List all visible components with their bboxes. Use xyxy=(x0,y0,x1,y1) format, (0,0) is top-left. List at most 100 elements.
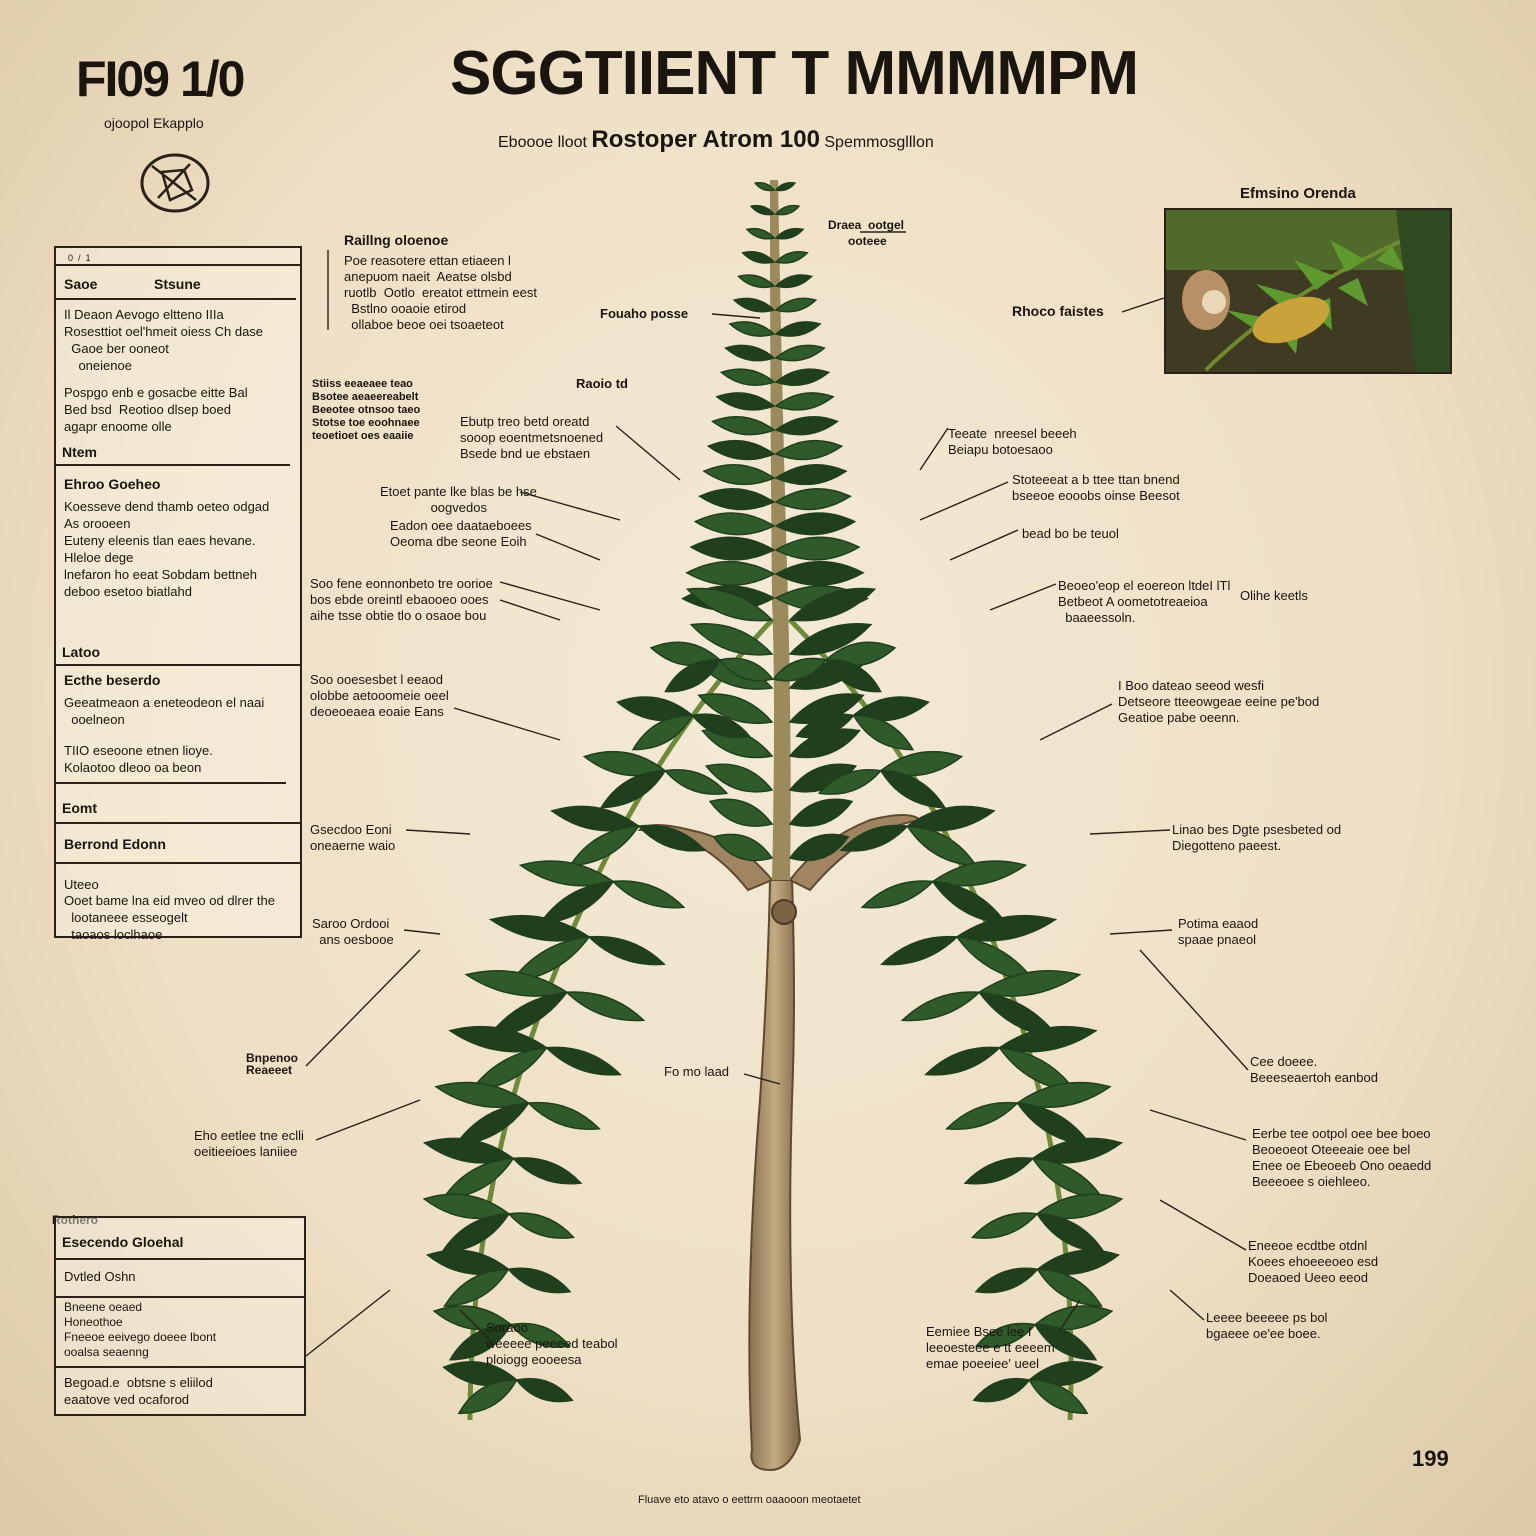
panel-section-3-title: Latoo xyxy=(62,644,101,660)
leaflet xyxy=(860,880,935,909)
subtitle-left: Eboooe lloot xyxy=(498,134,587,151)
leaflet xyxy=(774,227,805,240)
leaflet xyxy=(706,440,776,461)
figure-number: FI09 1/0 xyxy=(76,51,245,107)
leaflet xyxy=(663,769,729,795)
callout-apex-left: Fouaho posse xyxy=(600,306,689,321)
leaflet xyxy=(712,833,774,862)
panel-header-col2: Stsune xyxy=(154,276,201,292)
leaflet xyxy=(774,321,822,337)
callout-right-8: Cee doeee. Beeeseaertoh eanbod xyxy=(1250,1054,1378,1085)
leaflet xyxy=(685,560,776,586)
fern-photo-image xyxy=(1166,210,1450,372)
leaflet xyxy=(631,714,694,751)
leaflet xyxy=(975,1322,1037,1348)
leaflet xyxy=(711,416,776,436)
bottom-info-panel: Esecendo Gloehal Dvtled Oshn Bneene oeae… xyxy=(54,1216,306,1416)
leaflet xyxy=(518,860,615,887)
leaflet xyxy=(774,274,813,289)
leaflet xyxy=(1028,1379,1089,1415)
leaflet xyxy=(774,560,865,586)
leaflet xyxy=(704,763,774,793)
callout-left-1: Ebutp treo betd oreatd sooop eoentmetsno… xyxy=(460,414,604,461)
panel-section-4-title: Eomt xyxy=(62,800,97,816)
leaflet xyxy=(599,769,667,809)
leaflet xyxy=(689,623,774,656)
panel-block-1: Il Deaon Aevogo eltteno IIIa Rosesttiot … xyxy=(64,307,264,373)
panel-section-2-head: Ehroo Goeheo xyxy=(64,476,161,492)
page-number: 199 xyxy=(1412,1446,1449,1471)
callout-right-9: Eerbe tee ootpol oee bee boeo Beoeoeot O… xyxy=(1252,1126,1432,1189)
leaflet xyxy=(724,344,776,362)
leaflet xyxy=(774,344,826,362)
callout-upper-left-text: Poe reasotere ettan etiaeen l anepuom na… xyxy=(344,253,537,332)
callout-left-6: Gsecdoo Eoni oneaerne waio xyxy=(310,822,396,853)
leaflet xyxy=(689,536,776,561)
leaflet xyxy=(824,659,882,693)
leaflet xyxy=(745,227,776,240)
leaflet xyxy=(440,1213,511,1254)
footer-caption: Fluave eto atavo o eettrm oaaooon meotae… xyxy=(638,1494,861,1506)
leaflet xyxy=(565,991,646,1022)
leaflet xyxy=(441,1157,515,1200)
panel-section-5-text: Ooet bame lna eid mveo od dlrer the loot… xyxy=(64,893,276,942)
callout-left-10: Soraoo weeeee peeeed teabol ploiogg eooe… xyxy=(486,1320,618,1367)
callout-right-4b: Olihe keetls xyxy=(1240,588,1308,603)
callout-left-2: Etoet pante lke blas be hse oogvedos xyxy=(380,484,537,515)
leaflet xyxy=(448,1025,549,1053)
leaflet xyxy=(795,713,856,739)
leaflet xyxy=(774,297,818,313)
leaflet xyxy=(774,182,797,192)
poster-subtitle: Eboooe lloot Rostoper Atrom 100 Spemmosg… xyxy=(498,126,934,154)
leaflet xyxy=(728,321,776,337)
leaflet xyxy=(880,935,959,966)
leaflet xyxy=(817,769,883,795)
callout-right-5: I Boo dateao seeod wesfi Detseore tteeow… xyxy=(1118,678,1320,725)
leaflet xyxy=(774,204,801,216)
leaflet xyxy=(422,1137,515,1164)
callout-left-4: Soo fene eonnonbeto tre oorioe bos ebde … xyxy=(310,576,493,623)
leaflet xyxy=(749,204,776,216)
leaflet xyxy=(693,512,776,536)
leaflet xyxy=(701,728,774,759)
callout-mid-left-title: Raoio td xyxy=(576,376,628,391)
callout-right-6: Linao bes Dgte psesbeted od Diegotteno p… xyxy=(1172,822,1342,853)
leaflet xyxy=(509,1322,571,1348)
panel-section-4-head: Berrond Edonn xyxy=(64,836,166,852)
leaflet xyxy=(774,440,844,461)
plant-upper-stem xyxy=(770,180,791,880)
leaflet xyxy=(708,798,774,827)
bottom-panel-row-3: Bneene oeaed Honeothoe Fneeoe eeivego do… xyxy=(64,1300,217,1359)
leaflet xyxy=(544,1046,622,1076)
leaflet xyxy=(464,970,569,997)
leaflet xyxy=(685,587,774,622)
leaflet xyxy=(719,368,776,386)
leaflet xyxy=(839,824,909,852)
leaflet xyxy=(664,659,722,693)
leaflet xyxy=(852,714,915,751)
leaflet xyxy=(507,1212,576,1239)
callout-trunk: Fo mo laad xyxy=(664,1064,730,1079)
leaflet xyxy=(788,798,854,827)
leaflet xyxy=(587,935,666,966)
figure-subcaption: ojoopol Ekapplo xyxy=(104,115,204,131)
leaflet xyxy=(1015,1081,1112,1108)
callout-right-10: Eneeoe ecdtbe otdnl Koees ehoeeeoeo esd … xyxy=(1248,1238,1379,1285)
left-info-panel: 0 / 1 Saoe Stsune Il Deaon Aevogo eltten… xyxy=(54,246,302,942)
leaflet xyxy=(788,623,873,656)
leaflet xyxy=(931,860,1028,887)
callout-right-3: bead bo be teuol xyxy=(1022,526,1119,541)
callout-left-8: Bnpenoo Reaeeet xyxy=(246,1051,298,1077)
leaflet xyxy=(924,1046,1002,1076)
plant-trunk xyxy=(748,879,802,1472)
leaflet xyxy=(488,914,591,942)
leaflet xyxy=(732,297,776,313)
callout-lines xyxy=(305,231,1249,1357)
leaflet xyxy=(753,182,776,192)
leaflet xyxy=(1035,1213,1106,1254)
leaflet xyxy=(526,1101,601,1131)
specimen-photo xyxy=(1164,208,1452,374)
panel-section-2-text: Koesseve dend thamb oeteo odgad As orooe… xyxy=(64,499,270,599)
callout-mid-left-small: Stiiss eeaeaee teao Bsotee aeaeereabelt … xyxy=(312,378,421,442)
